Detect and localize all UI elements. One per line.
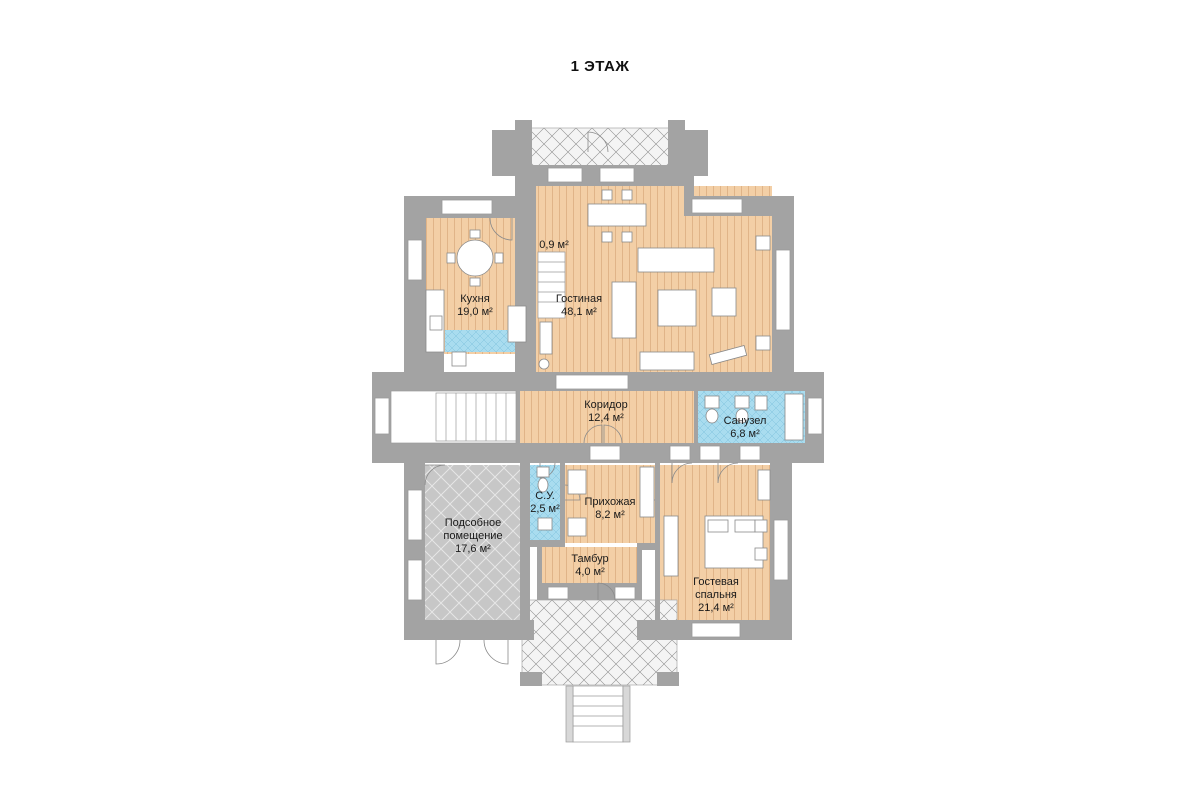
utility-floor — [425, 465, 521, 620]
floor-title: 1 ЭТАЖ — [570, 58, 630, 75]
vestibule-area: 4,0 м² — [575, 566, 605, 578]
utility-label-line2: помещение — [443, 530, 502, 542]
hall-label: Прихожая — [585, 496, 636, 508]
kitchen-label: Кухня — [460, 293, 489, 305]
wc-area: 2,5 м² — [530, 503, 560, 515]
kitchen-wet-area — [445, 330, 525, 352]
bathroom-label: Санузел — [724, 415, 767, 427]
stairs-corridor — [390, 390, 517, 444]
hall-area: 8,2 м² — [595, 509, 625, 521]
bathroom-area: 6,8 м² — [730, 428, 760, 440]
vestibule-label: Тамбур — [571, 553, 608, 565]
entrance-porch — [521, 599, 678, 686]
corridor-area: 12,4 м² — [588, 412, 624, 424]
guest-bedroom-area: 21,4 м² — [698, 602, 734, 614]
corridor-label: Коридор — [584, 399, 627, 411]
living-floor — [536, 186, 772, 372]
stairs-living — [537, 251, 566, 319]
living-label: Гостиная — [556, 293, 602, 305]
utility-label-line1: Подсобное — [445, 517, 502, 529]
vestibule-floor — [542, 547, 637, 583]
living-area: 48,1 м² — [561, 306, 597, 318]
corridor-floor — [518, 391, 694, 443]
windows — [374, 167, 823, 638]
wc-label: С.У. — [535, 490, 555, 502]
entrance-steps — [520, 672, 679, 743]
guest-bedroom-label-line1: Гостевая — [693, 576, 739, 588]
utility-area: 17,6 м² — [455, 543, 491, 555]
furniture — [425, 189, 804, 577]
guest-bedroom-label-line2: спальня — [695, 589, 737, 601]
kitchen-area: 19,0 м² — [457, 306, 493, 318]
stair-nook-area: 0,9 м² — [539, 239, 569, 251]
